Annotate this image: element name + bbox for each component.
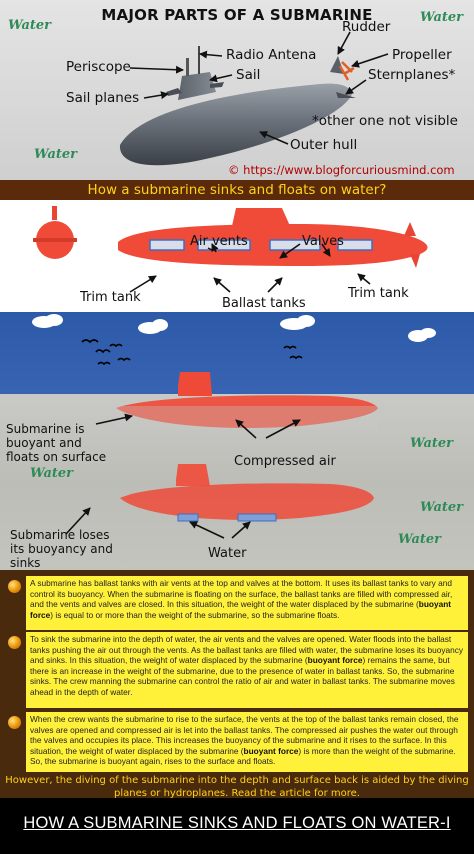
- outer-hull-shape: [119, 83, 352, 166]
- water-label: Water: [420, 500, 464, 515]
- bullet-icon: [8, 716, 21, 729]
- ballast-tanks-label: Ballast tanks: [222, 296, 306, 311]
- air-vents-label: Air vents: [190, 234, 248, 249]
- explanation-panel: A submarine has ballast tanks with air v…: [0, 570, 474, 798]
- copyright-text: © https://www.blogforcuriousmind.com: [228, 163, 455, 177]
- periscope-label: Periscope: [66, 59, 131, 75]
- water-label: Water: [420, 10, 464, 25]
- parts-diagram: MAJOR PARTS OF A SUBMARINE Water Water W…: [0, 0, 474, 180]
- rudder-label: Rudder: [342, 19, 391, 35]
- water-label: Water: [398, 532, 442, 547]
- birds: [81, 339, 303, 366]
- trim-tank-left-label: Trim tank: [80, 290, 141, 305]
- sink-float-diagram: Submarine is buoyant and floats on surfa…: [0, 312, 474, 570]
- water-label: Water: [34, 147, 78, 162]
- radio-antenna-shape: [198, 46, 200, 74]
- compressed-air-label: Compressed air: [234, 454, 336, 469]
- buoyant-label: Submarine is buoyant and floats on surfa…: [6, 422, 107, 464]
- propeller-label: Propeller: [392, 47, 452, 63]
- periscope-shape: [186, 58, 189, 76]
- outer-hull-label: Outer hull: [290, 137, 358, 153]
- bullet-icon: [8, 580, 21, 593]
- footer: HOW A SUBMARINE SINKS AND FLOATS ON WATE…: [0, 798, 474, 854]
- sinking-submarine: [120, 483, 374, 520]
- water-tanks-label: Water: [208, 546, 247, 561]
- sail-planes-label: Sail planes: [66, 90, 140, 106]
- submarine-parts-illustration: [119, 31, 389, 166]
- sail-side-shape: [232, 208, 290, 226]
- paragraph-1: A submarine has ballast tanks with air v…: [26, 576, 468, 630]
- closing-note: However, the diving of the submarine int…: [5, 775, 469, 799]
- water-label: Water: [410, 436, 454, 451]
- footnote-label: *other one not visible: [312, 113, 458, 129]
- sternplanes-label: Sternplanes*: [368, 67, 456, 83]
- footer-title: HOW A SUBMARINE SINKS AND FLOATS ON WATE…: [23, 814, 451, 832]
- propeller-shape: [338, 61, 355, 81]
- paragraph-3: When the crew wants the submarine to ris…: [26, 712, 468, 772]
- radio-antena-label: Radio Antena: [226, 47, 317, 63]
- bullet-icon: [8, 636, 21, 649]
- sinks-label: Submarine loses its buoyancy and sinks: [10, 528, 113, 570]
- sail-label: Sail: [236, 67, 261, 83]
- clouds: [32, 314, 436, 342]
- ballast-tanks-diagram: Air vents Valves Trim tank Ballast tanks…: [0, 200, 474, 312]
- floating-submarine: [116, 395, 378, 428]
- sternplane-shape: [336, 92, 356, 98]
- water-label: Water: [8, 18, 52, 33]
- submarine-cross-section: [33, 206, 428, 293]
- floating-sinking-illustration: [32, 314, 436, 539]
- sail-shape: [178, 72, 216, 100]
- trim-tank-right-label: Trim tank: [348, 286, 409, 301]
- rudder-shape: [330, 56, 344, 74]
- parts-title: MAJOR PARTS OF A SUBMARINE: [101, 6, 373, 24]
- question-banner: How a submarine sinks and floats on wate…: [0, 180, 474, 200]
- valves-label: Valves: [302, 234, 344, 249]
- paragraph-2: To sink the submarine into the depth of …: [26, 632, 468, 708]
- water-label: Water: [30, 466, 74, 481]
